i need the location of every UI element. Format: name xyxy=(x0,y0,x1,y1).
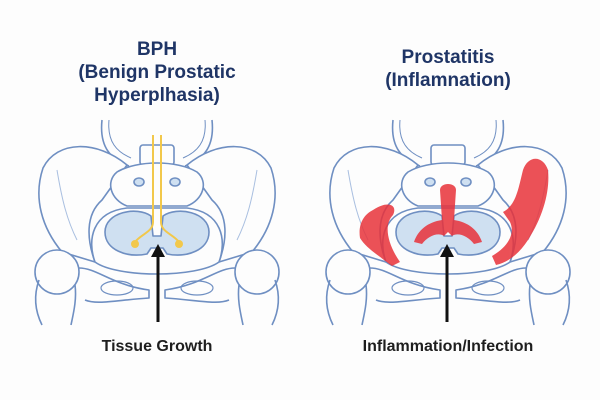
prostatitis-title-line-2: (Inflamnation) xyxy=(385,70,511,91)
bph-title-line-2: (Benign Prostatic xyxy=(78,62,236,83)
tissue-growth-label: Tissue Growth xyxy=(101,338,213,355)
bph-title-line-3: Hyperplhasia) xyxy=(94,85,220,106)
bph-pelvis xyxy=(34,119,280,326)
bph-arrow xyxy=(151,244,165,322)
inflammation-label: Inflammation/Infection xyxy=(362,338,534,355)
prostatitis-pelvis xyxy=(325,119,571,326)
bph-title-line-1: BPH xyxy=(136,39,178,60)
bph-title: BPH (Benign Prostatic Hyperplhasia) xyxy=(37,38,277,107)
urethra-growth xyxy=(131,135,183,248)
inflammation-areas xyxy=(359,158,549,266)
prostatitis-title: Prostatitis (Inflamnation) xyxy=(328,46,568,92)
prostatitis-title-line-1: Prostatitis xyxy=(401,47,495,68)
prostatitis-arrow xyxy=(440,244,454,322)
